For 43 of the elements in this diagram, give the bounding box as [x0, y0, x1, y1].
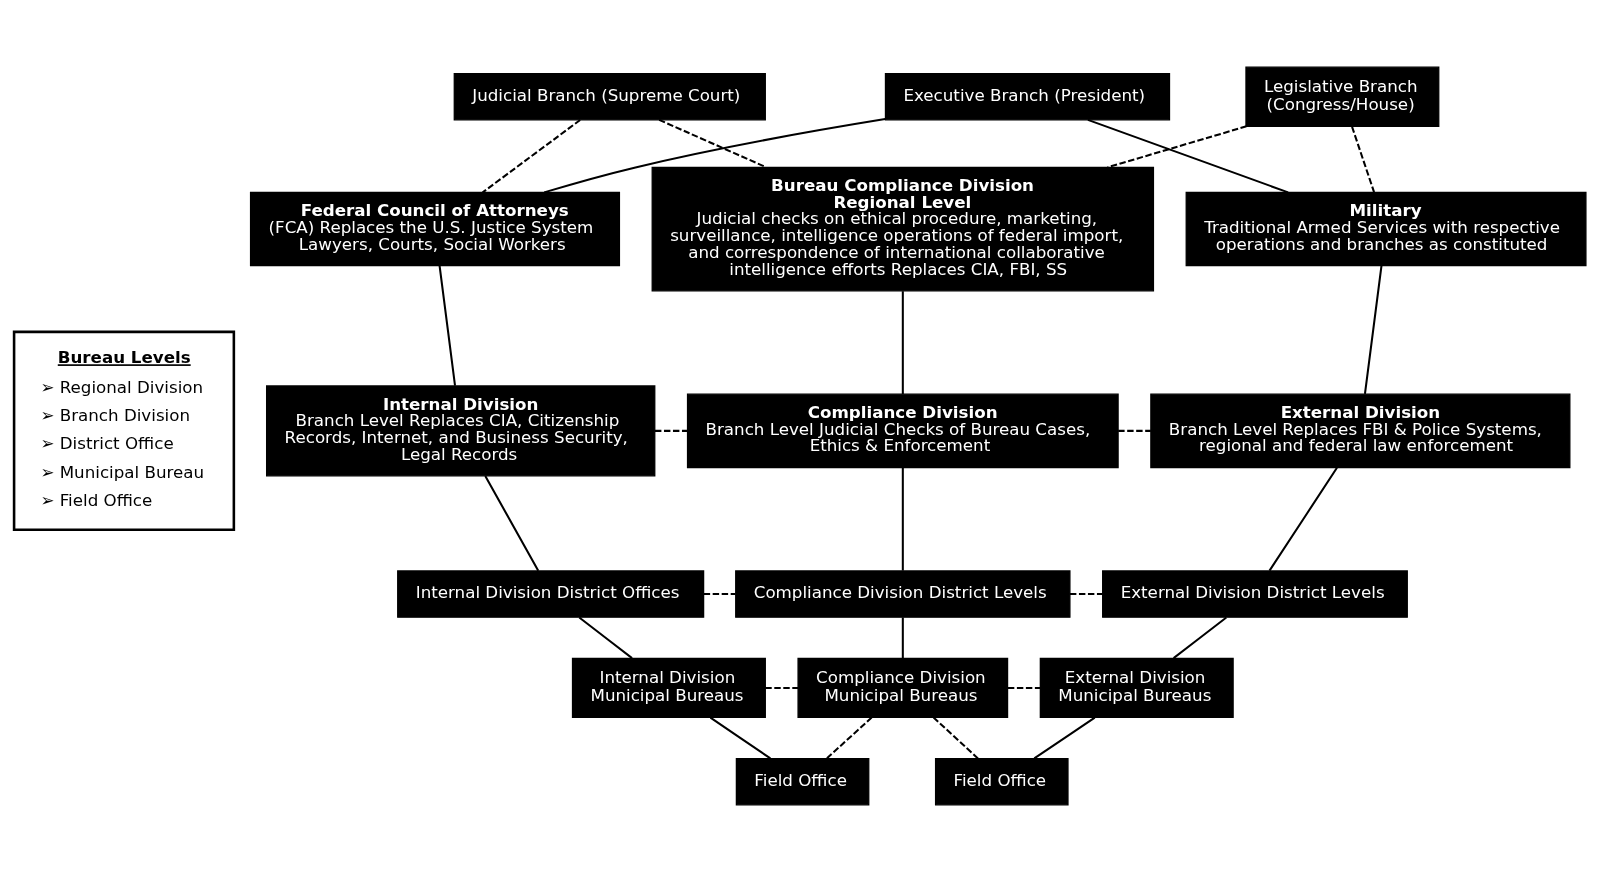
connector	[901, 617, 904, 659]
connector	[901, 467, 904, 571]
node-box: Internal Division District Offices	[397, 570, 705, 618]
node-box: Field Office	[934, 757, 1069, 806]
connector	[655, 429, 688, 432]
connector	[1087, 118, 1289, 194]
node-box: Field Office	[735, 757, 870, 806]
connector	[1268, 467, 1338, 572]
node-box: Compliance Division Municipal Bureaus	[797, 657, 1009, 719]
connector	[658, 118, 767, 169]
node-box: Bureau Levels ➢ Regional Division ➢ Branch Division ➢ District Office ➢ Municipal Bureau ➢ Field Office	[12, 330, 236, 532]
connector	[1007, 686, 1041, 689]
connector	[484, 475, 540, 572]
connector	[1363, 265, 1383, 395]
connector	[932, 716, 979, 760]
node-box: External Division Branch Level Replaces FBI & Police Systems, regional and federal law enforcement	[1150, 393, 1571, 469]
connector	[1351, 126, 1376, 193]
node-box: Compliance Division District Levels	[735, 570, 1071, 618]
connector	[826, 716, 873, 760]
node-box: Internal Division Municipal Bureaus	[571, 657, 766, 719]
connector	[1107, 125, 1247, 169]
connector	[1172, 616, 1227, 659]
node-box: Federal Council of Attorneys (FCA) Replaces the U.S. Justice System Lawyers, Courts, Social Workers	[249, 191, 621, 267]
node-box: Internal Division Branch Level Replaces CIA, Citizenship Records, Internet, and Business Security, Legal Records	[266, 385, 656, 477]
node-box: External Division Municipal Bureaus	[1039, 657, 1234, 719]
connector	[1033, 716, 1096, 760]
connector	[765, 686, 799, 689]
connector	[709, 716, 771, 760]
node-box: External Division District Levels	[1102, 570, 1408, 618]
connector	[578, 616, 633, 659]
node-box: Legislative Branch (Congress/House)	[1245, 66, 1440, 127]
node-box: Military Traditional Armed Services with respective operations and branches as constituted	[1185, 191, 1587, 267]
connector	[703, 593, 736, 596]
connector	[1069, 593, 1103, 596]
connector	[482, 119, 581, 194]
connector	[1118, 429, 1151, 432]
node-box: Bureau Compliance Division Regional Level Judicial checks on ethical procedure, marketing, surveillance, intelligence operations of federal import, and correspondence of international collaborative intelligence efforts Replaces CIA, FBI, SS	[651, 166, 1155, 292]
connector	[543, 118, 886, 194]
node-box: Compliance Division Branch Level Judicial Checks of Bureau Cases, Ethics & Enforcement	[686, 393, 1119, 469]
connector	[901, 291, 904, 394]
node-box: Judicial Branch (Supreme Court)	[453, 72, 766, 121]
connector	[438, 265, 457, 386]
node-box: Executive Branch (President)	[884, 72, 1171, 121]
